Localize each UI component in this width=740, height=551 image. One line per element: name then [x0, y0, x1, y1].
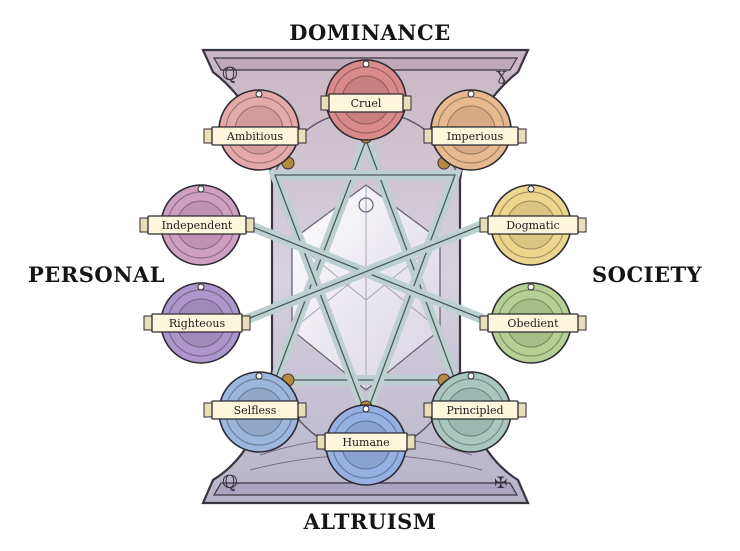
banner-left-tab: [143, 315, 153, 331]
banner-right-tab: [241, 315, 251, 331]
trait-obedient: Obedient: [479, 282, 587, 364]
trait-rivet-icon: [362, 60, 370, 68]
star-band-triangle-up-outline: [274, 138, 456, 381]
trait-righteous: Righteous: [143, 282, 251, 364]
banner-right-tab: [577, 217, 587, 233]
banner-left-tab: [320, 95, 330, 111]
banner-right-tab: [406, 434, 416, 450]
trait-label: Ambitious: [226, 130, 284, 143]
octagram-star: [238, 125, 492, 430]
script-q-icon: ℚ: [222, 64, 238, 85]
trait-label: Independent: [162, 219, 233, 232]
banner-right-tab: [517, 128, 527, 144]
banner-left-tab: [479, 315, 489, 331]
banner-right-tab: [297, 402, 307, 418]
cross-flower-icon: ✠: [494, 473, 507, 492]
banner-right-tab: [402, 95, 412, 111]
trait-banner: [431, 400, 519, 420]
banner-left-tab: [316, 434, 326, 450]
trait-label: Righteous: [169, 317, 226, 330]
trait-label: Obedient: [507, 317, 559, 330]
trait-banner: [211, 400, 299, 420]
ornamental-crest-icon: [358, 197, 374, 213]
trait-rivet-icon: [255, 90, 263, 98]
script-q-icon: ℚ: [222, 472, 238, 493]
trait-imperious: Imperious: [423, 89, 527, 171]
trait-rivet-icon: [255, 372, 263, 380]
trait-independent: Independent: [139, 184, 255, 266]
trait-selfless: Selfless: [203, 371, 307, 453]
trait-rivet-icon: [197, 283, 205, 291]
trait-rivet-icon: [467, 90, 475, 98]
axis-label-bottom: ALTRUISM: [303, 509, 437, 534]
trait-label: Humane: [342, 436, 389, 449]
trait-banner: [211, 126, 299, 146]
axis-label-left: PERSONAL: [28, 262, 165, 287]
script-y-icon: ɣ: [496, 64, 507, 85]
trait-banner: [487, 215, 579, 235]
trait-rivet-icon: [527, 283, 535, 291]
axis-label-right: SOCIETY: [592, 262, 703, 287]
trait-rivet-icon: [527, 185, 535, 193]
banner-right-tab: [517, 402, 527, 418]
trait-principled: Principled: [423, 371, 527, 453]
trait-rivet-icon: [467, 372, 475, 380]
trait-banner: [324, 432, 408, 452]
trait-dogmatic: Dogmatic: [479, 184, 587, 266]
trait-banner: [431, 126, 519, 146]
trait-banner: [328, 93, 404, 113]
banner-right-tab: [297, 128, 307, 144]
trait-banner: [147, 215, 247, 235]
trait-rivet-icon: [362, 405, 370, 413]
trait-banner: [487, 313, 579, 333]
trait-label: Imperious: [447, 130, 504, 143]
banner-left-tab: [203, 128, 213, 144]
banner-left-tab: [479, 217, 489, 233]
banner-left-tab: [203, 402, 213, 418]
banner-left-tab: [423, 128, 433, 144]
trait-rivet-icon: [197, 185, 205, 193]
bottom-band: [212, 482, 519, 496]
banner-left-tab: [423, 402, 433, 418]
trait-label: Dogmatic: [506, 219, 560, 232]
axis-label-top: DOMINANCE: [289, 20, 451, 45]
trait-label: Cruel: [351, 97, 382, 110]
trait-label: Principled: [446, 404, 503, 417]
trait-humane: Humane: [316, 404, 416, 486]
trait-label: Selfless: [234, 404, 277, 417]
trait-cruel: Cruel: [320, 59, 412, 141]
trait-ambitious: Ambitious: [203, 89, 307, 171]
trait-banner: [151, 313, 243, 333]
banner-left-tab: [139, 217, 149, 233]
banner-right-tab: [577, 315, 587, 331]
banner-right-tab: [245, 217, 255, 233]
star-band-diagonal-b-outline: [239, 221, 491, 323]
